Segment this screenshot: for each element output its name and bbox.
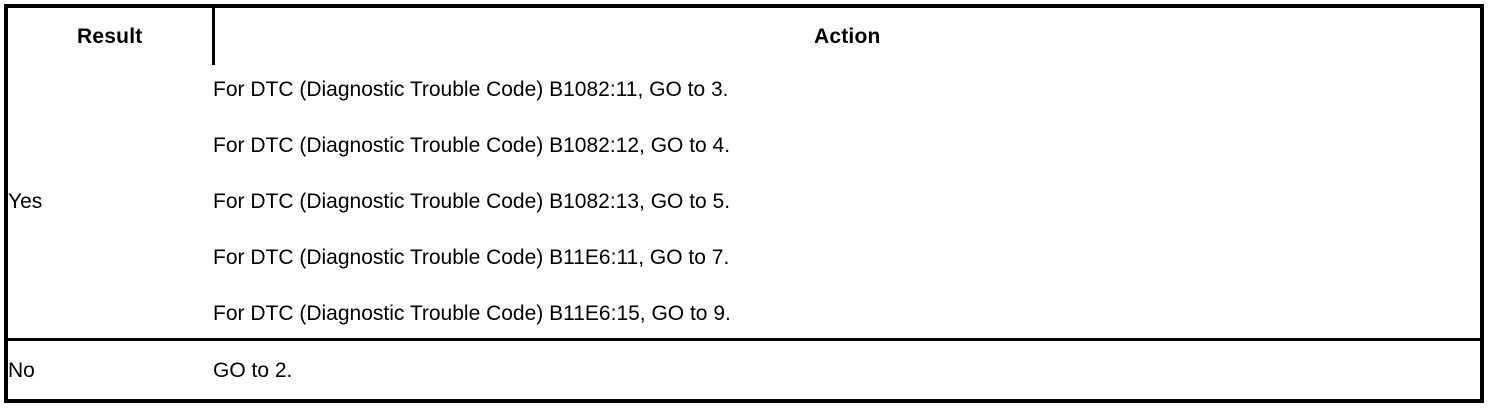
- table-body: Yes For DTC (Diagnostic Trouble Code) B1…: [6, 65, 1482, 401]
- table-header-row: Result Action: [6, 6, 1482, 65]
- table-row: No GO to 2.: [6, 339, 1482, 401]
- action-line: For DTC (Diagnostic Trouble Code) B1082:…: [213, 190, 731, 213]
- diagnostic-result-action-table: Result Action Yes For DTC (Diagnostic Tr…: [4, 4, 1484, 403]
- action-line: GO to 2.: [213, 358, 293, 382]
- action-cell-no: GO to 2.: [213, 339, 1482, 401]
- action-cell-yes: For DTC (Diagnostic Trouble Code) B1082:…: [213, 65, 1482, 341]
- result-cell-no: No: [6, 339, 213, 401]
- action-line: For DTC (Diagnostic Trouble Code) B1082:…: [213, 78, 729, 101]
- table-header: Result Action: [6, 6, 1482, 65]
- action-line: For DTC (Diagnostic Trouble Code) B11E6:…: [213, 302, 731, 325]
- action-line: For DTC (Diagnostic Trouble Code) B1082:…: [213, 134, 731, 157]
- result-value: Yes: [8, 190, 43, 213]
- result-value: No: [8, 358, 35, 382]
- table-row: Yes For DTC (Diagnostic Trouble Code) B1…: [6, 65, 1482, 341]
- column-header-result: Result: [6, 6, 215, 65]
- result-cell-yes: Yes: [6, 65, 213, 341]
- column-header-action: Action: [213, 6, 1482, 65]
- action-line: For DTC (Diagnostic Trouble Code) B11E6:…: [213, 246, 730, 269]
